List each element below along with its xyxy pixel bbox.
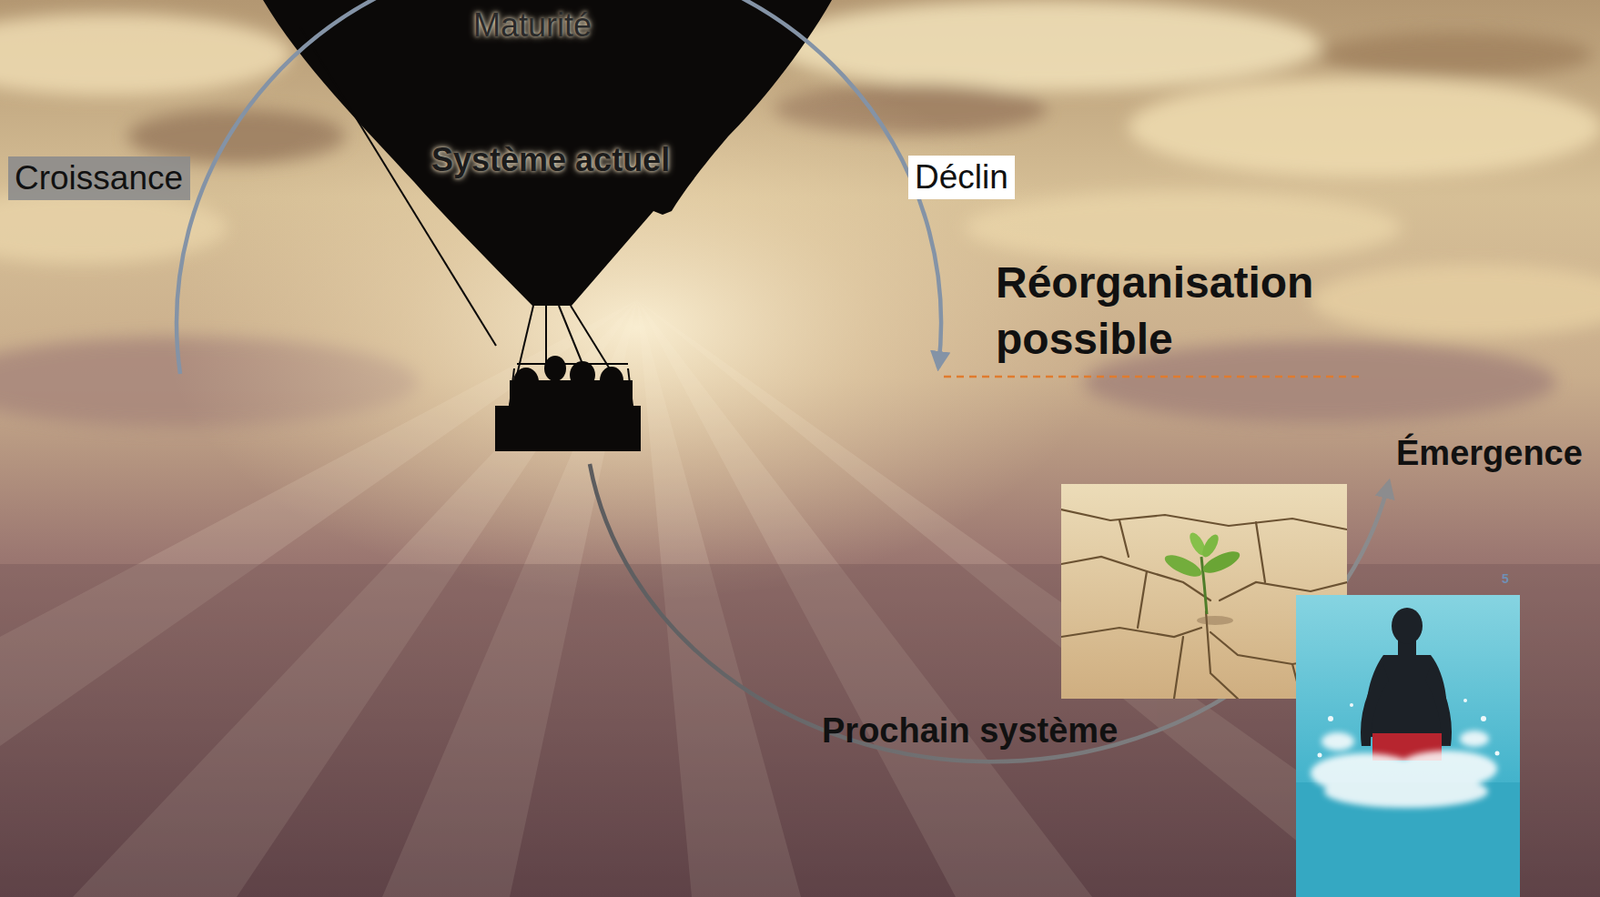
phase-box: Déclin bbox=[908, 155, 1015, 200]
phase-label: Émergence bbox=[1396, 433, 1583, 476]
phase-heading-holder: Réorganisation possible bbox=[995, 254, 1360, 369]
phase-heading: Réorganisation possible bbox=[995, 254, 1360, 369]
system-label: Prochain système bbox=[821, 710, 1118, 753]
phase-name: Déclin bbox=[914, 157, 1009, 197]
system-label: Système actuel bbox=[431, 140, 670, 180]
system-label-holder: Prochain système bbox=[821, 710, 1118, 753]
phase-box: Croissance bbox=[8, 156, 191, 201]
phase-name: Croissance bbox=[14, 158, 184, 198]
system-label-holder: Système actuel bbox=[431, 140, 670, 180]
phase-label: Maturité bbox=[473, 5, 592, 45]
page-number-holder: 5 bbox=[1501, 571, 1509, 588]
page-number: 5 bbox=[1501, 571, 1509, 588]
phase-label-holder: Émergence bbox=[1396, 433, 1583, 476]
phase-label-holder: Maturité bbox=[473, 5, 592, 45]
